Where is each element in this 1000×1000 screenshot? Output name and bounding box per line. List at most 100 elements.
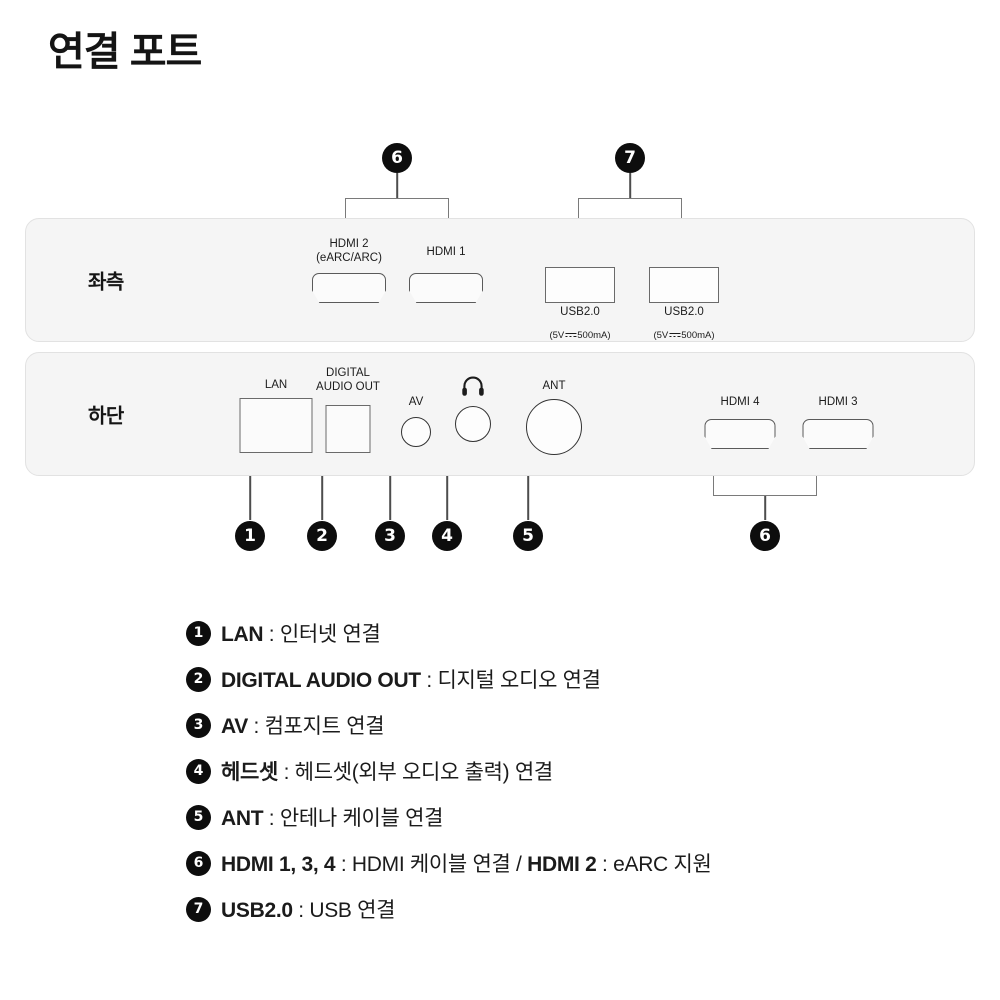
legend-item-lan: 1 LAN : 인터넷 연결 <box>186 610 712 656</box>
leader-line-av <box>389 476 391 520</box>
legend-text-6: HDMI 1, 3, 4 : HDMI 케이블 연결 / HDMI 2 : eA… <box>221 848 712 878</box>
legend-term-6: HDMI 1, 3, 4 <box>221 853 336 876</box>
port-lan <box>239 398 313 453</box>
callout-badge-av: 3 <box>375 521 405 551</box>
port-label-usb2: USB2.0 <box>664 306 704 318</box>
legend-text-4: 헤드셋 : 헤드셋(외부 오디오 출력) 연결 <box>221 756 553 786</box>
leader-line-top-hdmi <box>396 173 398 198</box>
leader-line-headset <box>446 476 448 520</box>
legend-sep-1: : <box>263 623 280 646</box>
legend-text-2: DIGITAL AUDIO OUT : 디지털 오디오 연결 <box>221 664 601 694</box>
port-usb2-0-second <box>649 267 719 303</box>
leader-line-digital-audio-out <box>321 476 323 520</box>
bracket-top-hdmi <box>345 198 449 218</box>
legend-sep-2: : <box>420 669 438 692</box>
legend-desc-6b: eARC 지원 <box>613 853 712 876</box>
legend-sep-4: : <box>278 761 295 784</box>
legend-desc-5: 안테나 케이블 연결 <box>279 807 444 830</box>
panel-left-label: 좌측 <box>88 271 124 294</box>
legend-sep-3: : <box>248 715 265 738</box>
usb1-sub-prefix: (5V <box>549 329 565 341</box>
legend-desc-4: 헤드셋(외부 오디오 출력) 연결 <box>294 761 554 784</box>
legend-term-7: USB2.0 <box>221 899 293 922</box>
legend-sep-6b: : <box>596 853 614 876</box>
port-ant <box>526 399 582 455</box>
legend-sep-6: : <box>335 853 352 876</box>
panel-bottom-side: 하단 LAN DIGITAL AUDIO OUT AV ANT HDMI 4 H… <box>25 352 975 476</box>
port-hdmi4 <box>704 419 776 449</box>
usb1-sub-suffix: 500mA) <box>577 329 611 341</box>
legend-text-7: USB2.0 : USB 연결 <box>221 894 396 924</box>
port-sublabel-usb1: (5V 500mA) <box>549 318 610 341</box>
port-label-lan: LAN <box>264 379 288 391</box>
port-headset <box>455 406 491 442</box>
dc-symbol-icon <box>669 332 681 339</box>
port-usb2-0-first <box>545 267 615 303</box>
bracket-bottom-hdmi <box>713 476 817 496</box>
legend-term-5: ANT <box>221 807 264 830</box>
usb2-sub-prefix: (5V <box>653 329 669 341</box>
legend-badge-4: 4 <box>186 758 211 784</box>
legend-badge-5: 5 <box>186 804 211 830</box>
legend-badge-1: 1 <box>186 620 211 646</box>
panel-left-side: 좌측 HDMI 2 (eARC/ARC) HDMI 1 USB2.0 (5V 50… <box>25 218 975 342</box>
legend-item-ant: 5 ANT : 안테나 케이블 연결 <box>186 794 712 840</box>
legend-item-usb: 7 USB2.0 : USB 연결 <box>186 886 712 932</box>
legend-list: 1 LAN : 인터넷 연결 2 DIGITAL AUDIO OUT : 디지털… <box>186 610 712 932</box>
port-label-digital-audio-out: DIGITAL AUDIO OUT <box>316 367 380 394</box>
legend-term-3: AV <box>221 715 249 738</box>
port-label-av: AV <box>408 396 424 408</box>
callout-badge-bottom-hdmi: 6 <box>750 521 780 551</box>
legend-item-headset: 4 헤드셋 : 헤드셋(외부 오디오 출력) 연결 <box>186 748 712 794</box>
leader-line-top-usb <box>629 173 631 198</box>
port-label-hdmi4: HDMI 4 <box>720 396 760 408</box>
legend-text-3: AV : 컴포지트 연결 <box>221 710 385 740</box>
legend-item-hdmi: 6 HDMI 1, 3, 4 : HDMI 케이블 연결 / HDMI 2 : … <box>186 840 712 886</box>
port-sublabel-usb2: (5V 500mA) <box>653 318 714 341</box>
legend-item-av: 3 AV : 컴포지트 연결 <box>186 702 712 748</box>
port-label-hdmi2: HDMI 2 (eARC/ARC) <box>316 238 382 265</box>
port-label-hdmi3: HDMI 3 <box>818 396 858 408</box>
leader-line-bottom-hdmi <box>764 496 766 520</box>
legend-badge-7: 7 <box>186 896 211 922</box>
dc-symbol-icon <box>565 332 577 339</box>
usb2-sub-suffix: 500mA) <box>681 329 715 341</box>
port-label-usb1: USB2.0 <box>560 306 600 318</box>
leader-line-ant <box>527 476 529 520</box>
legend-sep-7: : <box>292 899 310 922</box>
port-label-hdmi1: HDMI 1 <box>426 246 466 258</box>
legend-item-digital-audio-out: 2 DIGITAL AUDIO OUT : 디지털 오디오 연결 <box>186 656 712 702</box>
legend-sep-5: : <box>263 807 280 830</box>
bracket-top-usb <box>578 198 682 218</box>
legend-text-1: LAN : 인터넷 연결 <box>221 618 381 648</box>
callout-badge-lan: 1 <box>235 521 265 551</box>
legend-desc-7: USB 연결 <box>309 899 396 922</box>
port-digital-audio-out <box>325 405 371 453</box>
legend-desc-3: 컴포지트 연결 <box>264 715 385 738</box>
callout-badge-top-usb: 7 <box>615 143 645 173</box>
legend-term-4: 헤드셋 <box>221 761 279 784</box>
port-label-ant: ANT <box>542 380 566 392</box>
legend-term-1: LAN <box>221 623 264 646</box>
callout-badge-headset: 4 <box>432 521 462 551</box>
port-hdmi1 <box>409 273 483 303</box>
legend-badge-6: 6 <box>186 850 211 876</box>
page-title: 연결 포트 <box>48 30 202 74</box>
callout-badge-digital-audio-out: 2 <box>307 521 337 551</box>
callout-badge-ant: 5 <box>513 521 543 551</box>
port-av <box>401 417 431 447</box>
legend-desc-6: HDMI 케이블 연결 / <box>351 853 528 876</box>
port-hdmi2 <box>312 273 386 303</box>
legend-badge-2: 2 <box>186 666 211 692</box>
legend-desc-2: 디지털 오디오 연결 <box>437 669 601 692</box>
leader-line-lan <box>249 476 251 520</box>
legend-badge-3: 3 <box>186 712 211 738</box>
legend-text-5: ANT : 안테나 케이블 연결 <box>221 802 443 832</box>
legend-desc-1: 인터넷 연결 <box>279 623 381 646</box>
panel-bottom-label: 하단 <box>88 405 124 428</box>
legend-term-6b: HDMI 2 <box>527 853 597 876</box>
headphone-icon <box>462 376 484 396</box>
legend-term-2: DIGITAL AUDIO OUT <box>221 669 421 692</box>
callout-badge-top-hdmi: 6 <box>382 143 412 173</box>
